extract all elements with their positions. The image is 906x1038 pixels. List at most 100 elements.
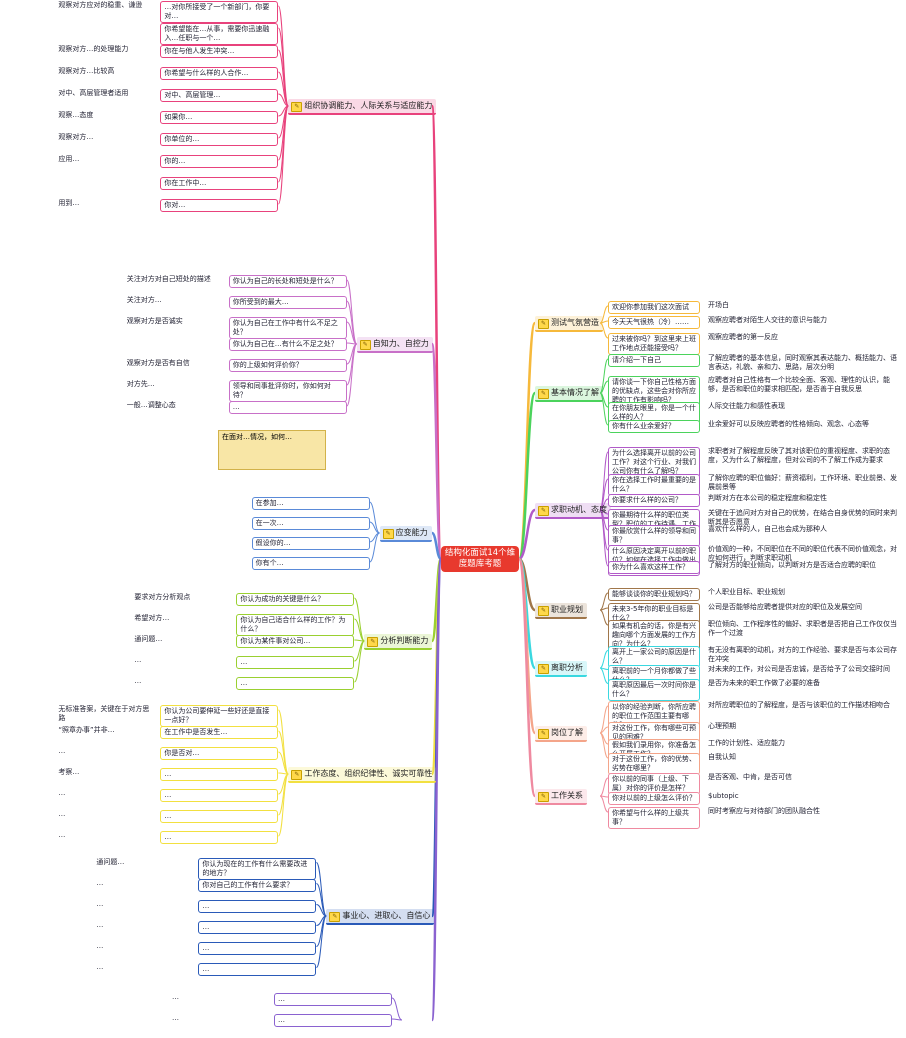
question-node[interactable]: … bbox=[198, 962, 317, 976]
answer-node[interactable]: 同时考察应与对待部门的团队融合性 bbox=[708, 807, 820, 815]
answer-node[interactable]: … bbox=[96, 920, 104, 929]
branch-r1[interactable]: ✎测试气氛营造 bbox=[535, 316, 603, 332]
question-node[interactable]: 你为什么喜欢这样工作？ bbox=[608, 561, 700, 574]
answer-node[interactable]: … bbox=[134, 656, 142, 664]
question-node[interactable]: 请介绍一下自己 bbox=[608, 354, 700, 367]
branch-l1[interactable]: ✎组织协调能力、人际关系与适应能力 bbox=[288, 99, 437, 115]
question-node[interactable]: 你所受到的最大… bbox=[228, 296, 347, 309]
answer-node[interactable]: … bbox=[58, 831, 66, 839]
answer-node[interactable]: 求职者对了解程度反映了其对该职位的重视程度、求职的态度，又为什么了解程度，但对公… bbox=[708, 447, 890, 464]
answer-node[interactable]: 关注对方… bbox=[126, 296, 162, 304]
question-node[interactable]: 如果你… bbox=[160, 111, 279, 124]
branch-r7[interactable]: ✎工作关系 bbox=[535, 789, 587, 805]
answer-node[interactable]: 通问题… bbox=[96, 857, 125, 866]
question-node[interactable]: 你认为某件事对公司… bbox=[236, 635, 355, 648]
question-node[interactable]: 你有什么业余爱好？ bbox=[608, 420, 700, 433]
question-node[interactable]: 你认为自己适合什么样的工作？为什么？ bbox=[236, 614, 355, 636]
answer-node[interactable]: 判断对方在本公司的稳定程度和稳定性 bbox=[708, 494, 827, 502]
answer-node[interactable]: … bbox=[96, 941, 104, 950]
question-node[interactable]: 你在与他人发生冲突… bbox=[160, 45, 279, 58]
question-node[interactable]: 能够谈谈你的职业规划吗？ bbox=[608, 588, 700, 601]
question-node[interactable]: 今天天气很热（冷）…… bbox=[608, 316, 700, 329]
answer-node[interactable]: 价值观的一种，不同职位在不同的职位代表不同价值观念，对应如何进行，判断求职动机 bbox=[708, 545, 897, 562]
answer-node[interactable]: 观察对方…的处理能力 bbox=[58, 45, 129, 53]
answer-node[interactable]: 喜欢什么样的人，自己也会成为那种人 bbox=[708, 525, 827, 533]
question-node[interactable]: … bbox=[236, 677, 355, 690]
answer-node[interactable]: … bbox=[172, 993, 179, 1001]
answer-node[interactable]: 对未来的工作，对公司是否忠诚，是否给予了公司交接时间 bbox=[708, 664, 890, 673]
question-node[interactable]: 你认为自己的长处和短处是什么？ bbox=[228, 275, 347, 288]
question-node[interactable]: … bbox=[160, 810, 279, 823]
answer-node[interactable]: 自我认知 bbox=[708, 753, 736, 761]
question-node[interactable]: 你单位的… bbox=[160, 133, 279, 146]
answer-node[interactable]: 一般…调整心态 bbox=[126, 401, 176, 409]
answer-node[interactable]: “照章办事”并非… bbox=[58, 726, 115, 734]
branch-r5[interactable]: ✎离职分析 bbox=[535, 661, 587, 677]
branch-l3[interactable]: ✎应变能力 bbox=[379, 526, 432, 542]
floating-note[interactable]: 在面对…情况，如何… bbox=[218, 430, 326, 470]
answer-node[interactable]: 希望对方… bbox=[134, 614, 170, 622]
answer-node[interactable]: 工作的计划性、适应能力 bbox=[708, 739, 785, 747]
question-node[interactable]: 你要求什么样的公司？ bbox=[608, 494, 700, 507]
answer-node[interactable]: 用到… bbox=[58, 199, 80, 207]
answer-node[interactable]: … bbox=[96, 899, 104, 908]
answer-node[interactable]: 有无没有离职的动机，对方的工作经验、要求是否与本公司存在冲突 bbox=[708, 645, 897, 663]
answer-node[interactable]: 观察对方…比较高 bbox=[58, 67, 115, 75]
branch-l4[interactable]: ✎分析判断能力 bbox=[364, 634, 433, 650]
question-node[interactable]: … bbox=[274, 993, 392, 1006]
answer-node[interactable]: … bbox=[58, 789, 66, 797]
question-node[interactable]: 欢迎你参加我们这次面试 bbox=[608, 301, 700, 314]
answer-node[interactable]: … bbox=[172, 1014, 179, 1022]
answer-node[interactable]: 人际交往能力和感性表现 bbox=[708, 402, 785, 410]
answer-node[interactable]: 应聘者对自己性格有一个比较全面、客观、理性的认识，能够，是否和职位的要求相匹配，… bbox=[708, 376, 890, 393]
answer-node[interactable]: $ubtopic bbox=[708, 792, 739, 800]
question-node[interactable]: …对你所接受了一个新部门，你要对… bbox=[160, 1, 279, 23]
answer-node[interactable]: 了解应聘者的基本信息，同时观察其表达能力、概括能力、语言表达，礼貌、亲和力、思路… bbox=[708, 354, 897, 371]
question-node[interactable]: 对中、高层管理… bbox=[160, 89, 279, 102]
answer-node[interactable]: 对方先… bbox=[126, 380, 155, 388]
question-node[interactable]: 请你谈一下你自己性格方面的优缺点，这些会对你所应聘的工作有影响吗？ bbox=[608, 376, 700, 407]
question-node[interactable]: … bbox=[274, 1014, 392, 1027]
branch-l6[interactable]: ✎事业心、进取心、自信心 bbox=[326, 909, 435, 925]
question-node[interactable]: 你在工作中… bbox=[160, 177, 279, 190]
branch-r3[interactable]: ✎求职动机、态度 bbox=[535, 503, 611, 519]
answer-node[interactable]: 观察对方是否有自信 bbox=[126, 359, 190, 367]
question-node[interactable]: 你认为公司要伸延一些好还是直接一点好？ bbox=[160, 705, 279, 727]
question-node[interactable]: 你认为自己在工作中有什么不足之处？ bbox=[228, 317, 347, 339]
question-node[interactable]: … bbox=[198, 920, 317, 934]
answer-node[interactable]: 开场白 bbox=[708, 301, 729, 309]
answer-node[interactable]: 业余爱好可以反映应聘者的性格倾向、观念、心态等 bbox=[708, 420, 869, 428]
question-node[interactable]: 你最欣赏什么样的领导和同事？ bbox=[608, 525, 700, 547]
question-node[interactable]: 你认为自己在…有什么不足之处？ bbox=[228, 338, 347, 351]
question-node[interactable]: 你希望与什么样的上级共事？ bbox=[608, 807, 700, 829]
answer-node[interactable]: 无标准答案，关键在于对方思路 bbox=[58, 705, 150, 722]
question-node[interactable]: 你的… bbox=[160, 155, 279, 168]
question-node[interactable]: … bbox=[160, 768, 279, 781]
question-node[interactable]: 你在选择工作时最重要的是什么？ bbox=[608, 474, 700, 496]
answer-node[interactable]: 是否为未来的职工作做了必要的准备 bbox=[708, 678, 820, 687]
question-node[interactable]: 你是否对… bbox=[160, 747, 279, 760]
answer-node[interactable]: 要求对方分析观点 bbox=[134, 593, 191, 601]
answer-node[interactable]: 考察… bbox=[58, 768, 80, 776]
answer-node[interactable]: 观察对方… bbox=[58, 133, 94, 141]
question-node[interactable]: 离职原因最后一次时间你是什么？ bbox=[608, 678, 700, 701]
question-node[interactable]: … bbox=[160, 789, 279, 802]
question-node[interactable]: 你认为现在的工作有什么需要改进的地方？ bbox=[198, 857, 317, 880]
branch-r2[interactable]: ✎基本情况了解 bbox=[535, 386, 603, 402]
answer-node[interactable]: 关注对方对自己短处的描述 bbox=[126, 275, 211, 283]
answer-node[interactable]: 观察对方是否诚实 bbox=[126, 317, 183, 325]
question-node[interactable]: 你希望与什么样的人合作… bbox=[160, 67, 279, 80]
question-node[interactable]: … bbox=[236, 656, 355, 669]
answer-node[interactable]: 心理预期 bbox=[708, 722, 736, 730]
branch-l5[interactable]: ✎工作态度、组织纪律性、诚实可靠性 bbox=[288, 767, 437, 783]
question-node[interactable]: 对于这份工作，你的优势、劣势在哪里？ bbox=[608, 753, 700, 775]
answer-node[interactable]: 了解你应聘的职位偏好：薪资福利，工作环境、职业前景、发展前景等 bbox=[708, 474, 897, 491]
question-node[interactable]: 领导和同事批评你时，你如何对待？ bbox=[228, 380, 347, 402]
answer-node[interactable]: 对中、高层管理者适用 bbox=[58, 89, 129, 97]
question-node[interactable]: 过来被你吗？到这里来上班工作地点还能接受吗？ bbox=[608, 333, 700, 355]
question-node[interactable]: … bbox=[228, 401, 347, 414]
answer-node[interactable]: 个人职业目标、职业规划 bbox=[708, 588, 785, 596]
answer-node[interactable]: 观察…态度 bbox=[58, 111, 94, 119]
branch-r4[interactable]: ✎职业规划 bbox=[535, 603, 587, 619]
answer-node[interactable]: 公司是否能够给应聘者提供对应的职位及发展空间 bbox=[708, 603, 862, 611]
